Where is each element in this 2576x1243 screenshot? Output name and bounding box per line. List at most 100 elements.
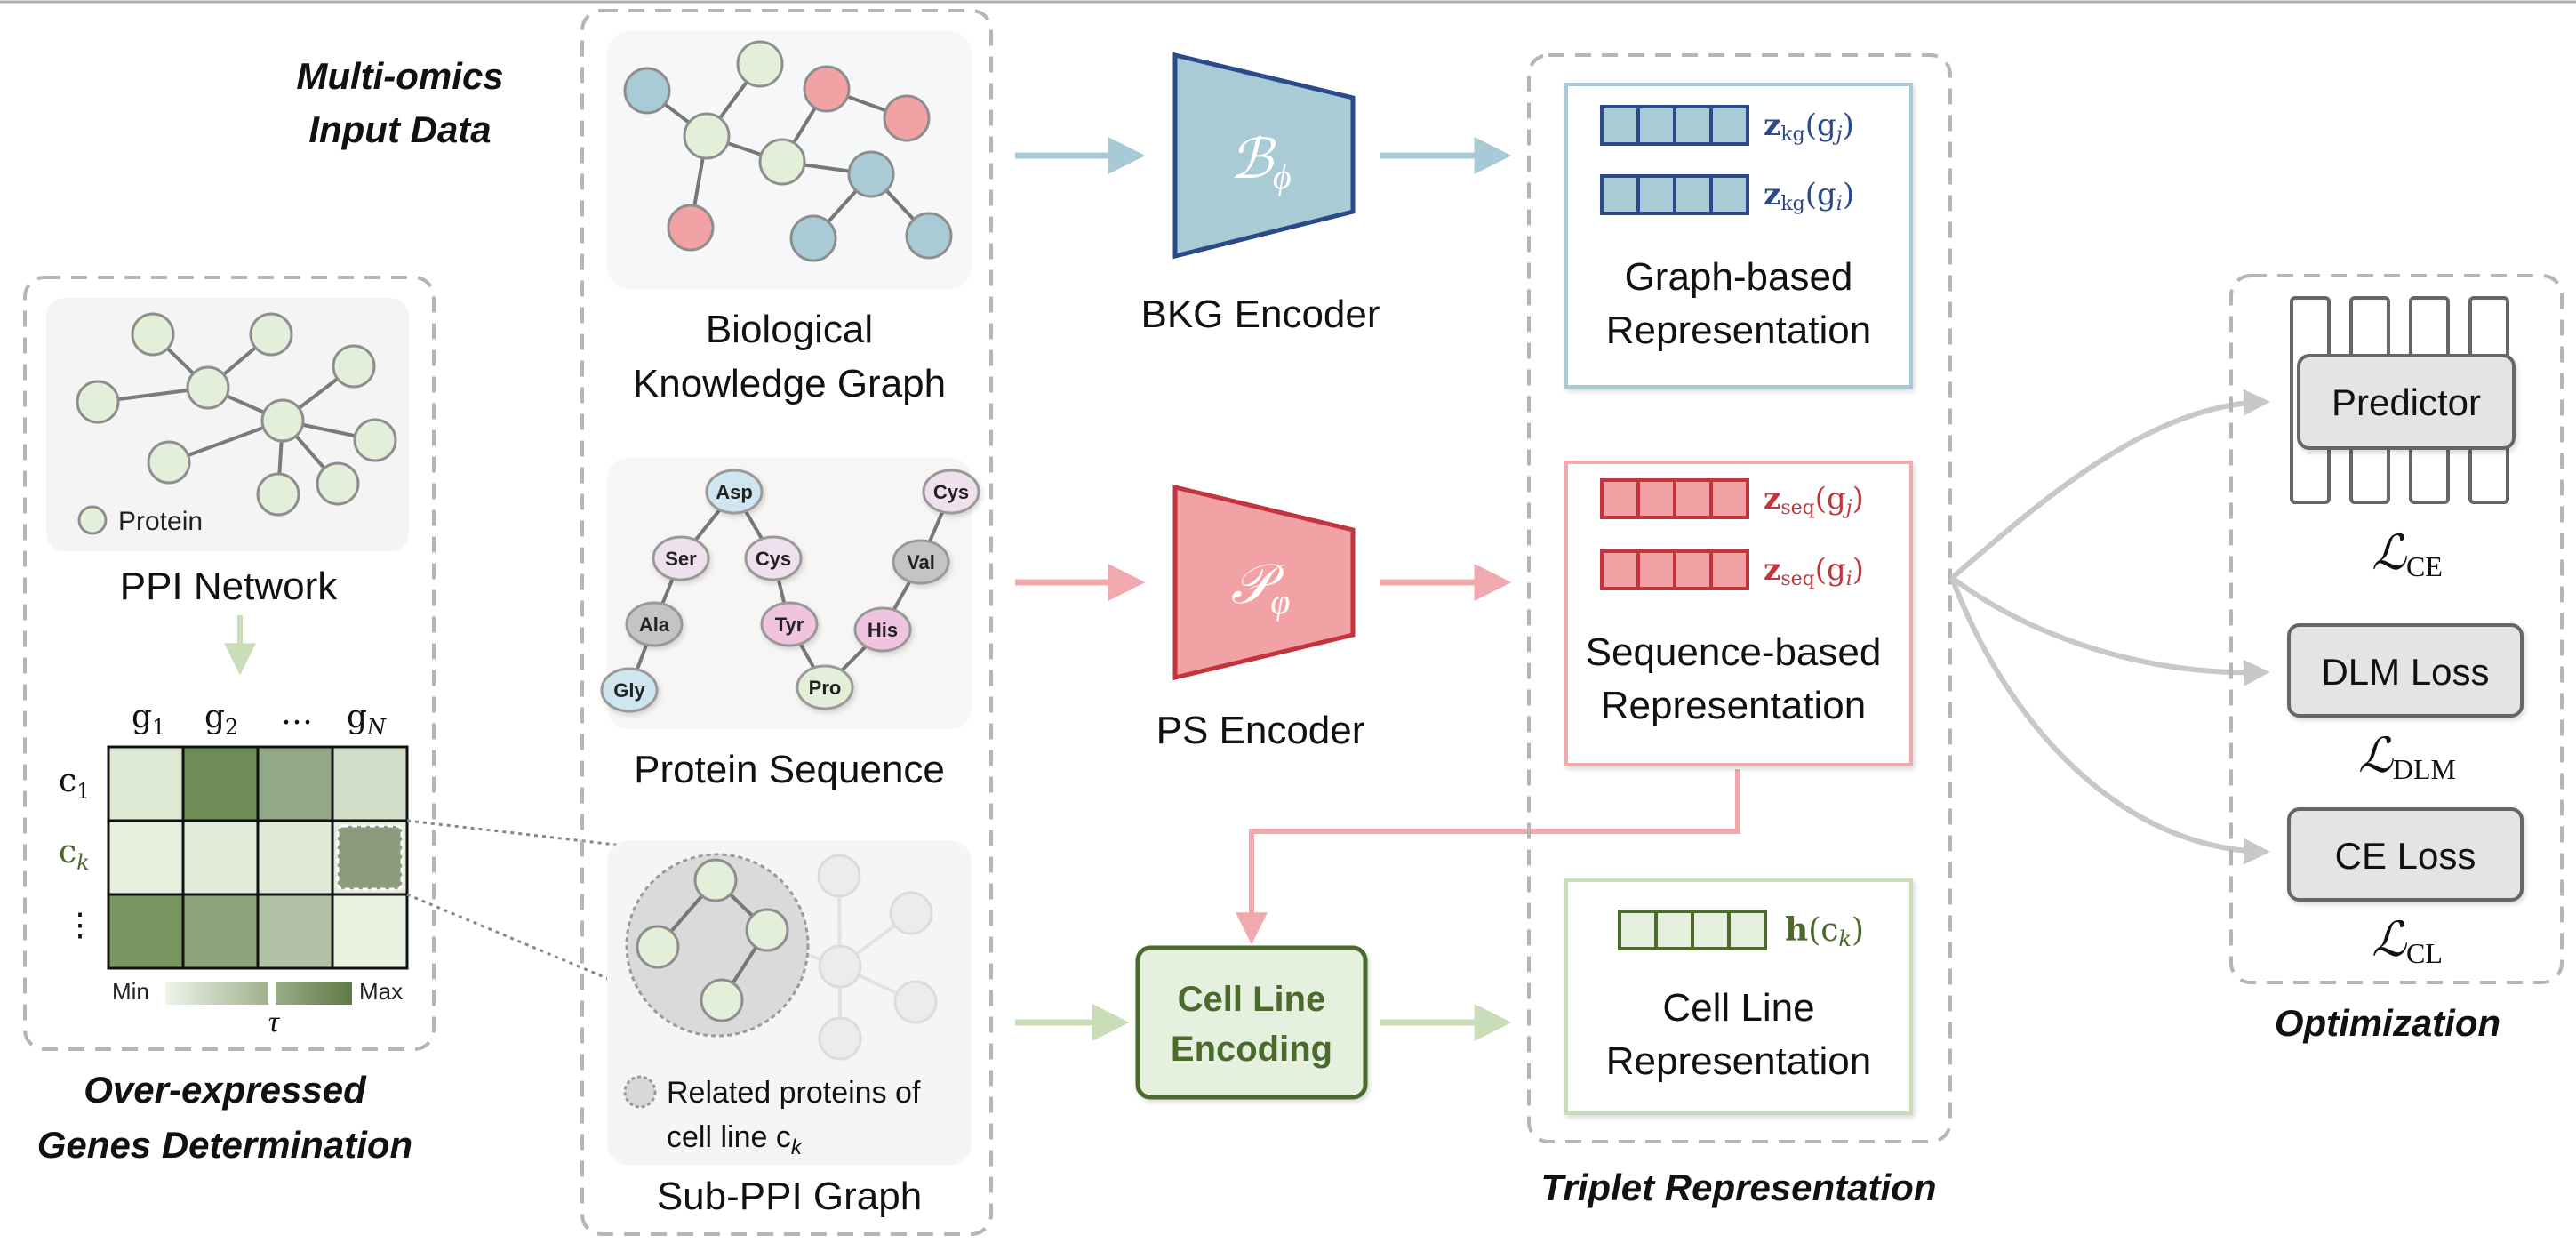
highlighted-cell [336,824,404,891]
amino-acid-label: Ala [639,613,670,636]
l-cl-symbol: ℒCL [2372,913,2443,969]
amino-acid-label: Ser [665,548,697,570]
matrix-cell [107,893,185,970]
seq-to-cell-encoding-arrow [1236,769,1740,945]
bkg-node [667,204,715,252]
amino-acid-node [922,469,980,515]
graph-rep-line1: Graph-based [1625,255,1853,299]
l-ce-symbol: ℒCE [2372,526,2443,582]
tau-marker [268,980,276,1006]
ps-encoder-label: PS Encoder [1156,709,1365,752]
ppi-node [332,344,376,389]
faded-node [817,854,861,898]
amino-acid-label: Pro [809,677,842,699]
protein-legend-icon [77,505,108,535]
predictor-box [2297,354,2516,450]
optimization-panel: Predictor ℒCE DLM Loss ℒDLM CE Loss ℒCL [2229,274,2564,984]
bkg-label-line1: Biological [706,308,873,351]
amino-acid-node [625,601,684,647]
ps-encoder: 𝒫φ PS Encoder [1156,484,1365,752]
ppi-node [316,461,360,506]
multiomics-title-line2: Input Data [308,108,491,150]
ppi-network-label: PPI Network [120,565,339,608]
bkg-node [905,212,953,260]
tau-symbol: τ [268,1006,281,1039]
row-header: ⋮ [64,907,96,943]
amino-acid-label: Gly [613,679,645,702]
amino-acid-node [600,667,659,713]
z-kg-i-label: zkg(gi) [1764,177,1854,215]
cell-line-encoding-line1: Cell Line [1178,980,1326,1019]
overexpressed-panel: Protein PPI Network g1 g2 … gN c1 ck ⋮ [23,276,436,1166]
protein-seq-label: Protein Sequence [634,748,945,791]
h-ck-label: h(ck) [1785,911,1864,951]
bkg-node [736,40,784,88]
matrix-cell [181,893,260,970]
ce-loss-label: CE Loss [2335,835,2476,877]
overexpressed-title-line1: Over-expressed [84,1069,367,1111]
amino-acid-label: Asp [716,481,753,503]
ppi-node [353,418,397,462]
amino-acid-label: Val [907,551,935,573]
bkg-encoder: ℬϕ BKG Encoder [1140,52,1380,336]
protein-legend-label: Protein [118,507,203,536]
ppi-node [256,472,300,517]
col-header: gN [347,699,387,740]
bkg-node [883,94,931,142]
amino-acid-node [744,535,803,581]
triplet-representation-panel: zkg(gj) zkg(gi) Graph-based Representati… [1527,53,1952,1143]
amino-acid-label: Cys [756,548,791,570]
cell-rep-line1: Cell Line [1662,986,1814,1030]
amino-acid-node [796,664,854,710]
l-dlm-symbol: ℒDLM [2358,729,2456,785]
related-proteins-legend-icon [623,1075,657,1109]
matrix-cell [181,745,260,822]
min-max-colorbar [165,982,352,1005]
ppi-node [147,440,191,485]
matrix-cell [107,819,185,896]
multiomics-title-line1: Multi-omics [296,55,503,97]
cell-rep-line2: Representation [1606,1039,1871,1083]
subppi-node [693,858,738,902]
min-label: Min [112,978,149,1005]
overexpressed-title-line2: Genes Determination [37,1124,412,1166]
seq-rep-line2: Representation [1601,684,1866,727]
bkg-encoder-label: BKG Encoder [1140,293,1380,336]
ppi-node [260,398,305,443]
bkg-label-line2: Knowledge Graph [633,362,946,405]
related-proteins-line2: cell line ck [667,1120,804,1159]
subppi-node [745,908,789,952]
amino-acid-node [760,601,819,647]
amino-acid-node [853,606,912,653]
ppi-node [186,365,230,410]
ce-loss-box [2287,807,2524,902]
z-seq-i-label: zseq(gi) [1764,552,1864,590]
dlm-loss-label: DLM Loss [2321,651,2489,693]
seq-rep-line1: Sequence-based [1586,630,1882,674]
bkg-node [789,214,837,262]
max-label: Max [359,978,403,1005]
bkg-node [623,67,671,115]
amino-acid-label: His [868,619,898,641]
subppi-node [700,978,744,1022]
faded-node [818,1016,862,1061]
amino-acid-label: Tyr [775,613,804,636]
z-kg-j-label: zkg(gj) [1764,108,1854,146]
ppi-node [131,312,175,357]
z-seq-j-label: zseq(gj) [1764,481,1864,519]
row-header: ck [59,834,90,875]
subppi-label: Sub-PPI Graph [657,1175,922,1218]
faded-node [889,891,933,935]
cell-line-encoding-line2: Encoding [1171,1030,1332,1069]
matrix-cell [256,819,334,896]
graph-rep-line2: Representation [1606,309,1871,352]
related-proteins-circle [625,853,810,1038]
bkg-node [847,150,895,198]
matrix-cell [331,745,409,822]
col-header: g2 [204,699,238,740]
matrix-cell [107,745,185,822]
ppi-node [249,312,293,357]
protein-seq-background [607,458,972,729]
matrix-cell [256,893,334,970]
